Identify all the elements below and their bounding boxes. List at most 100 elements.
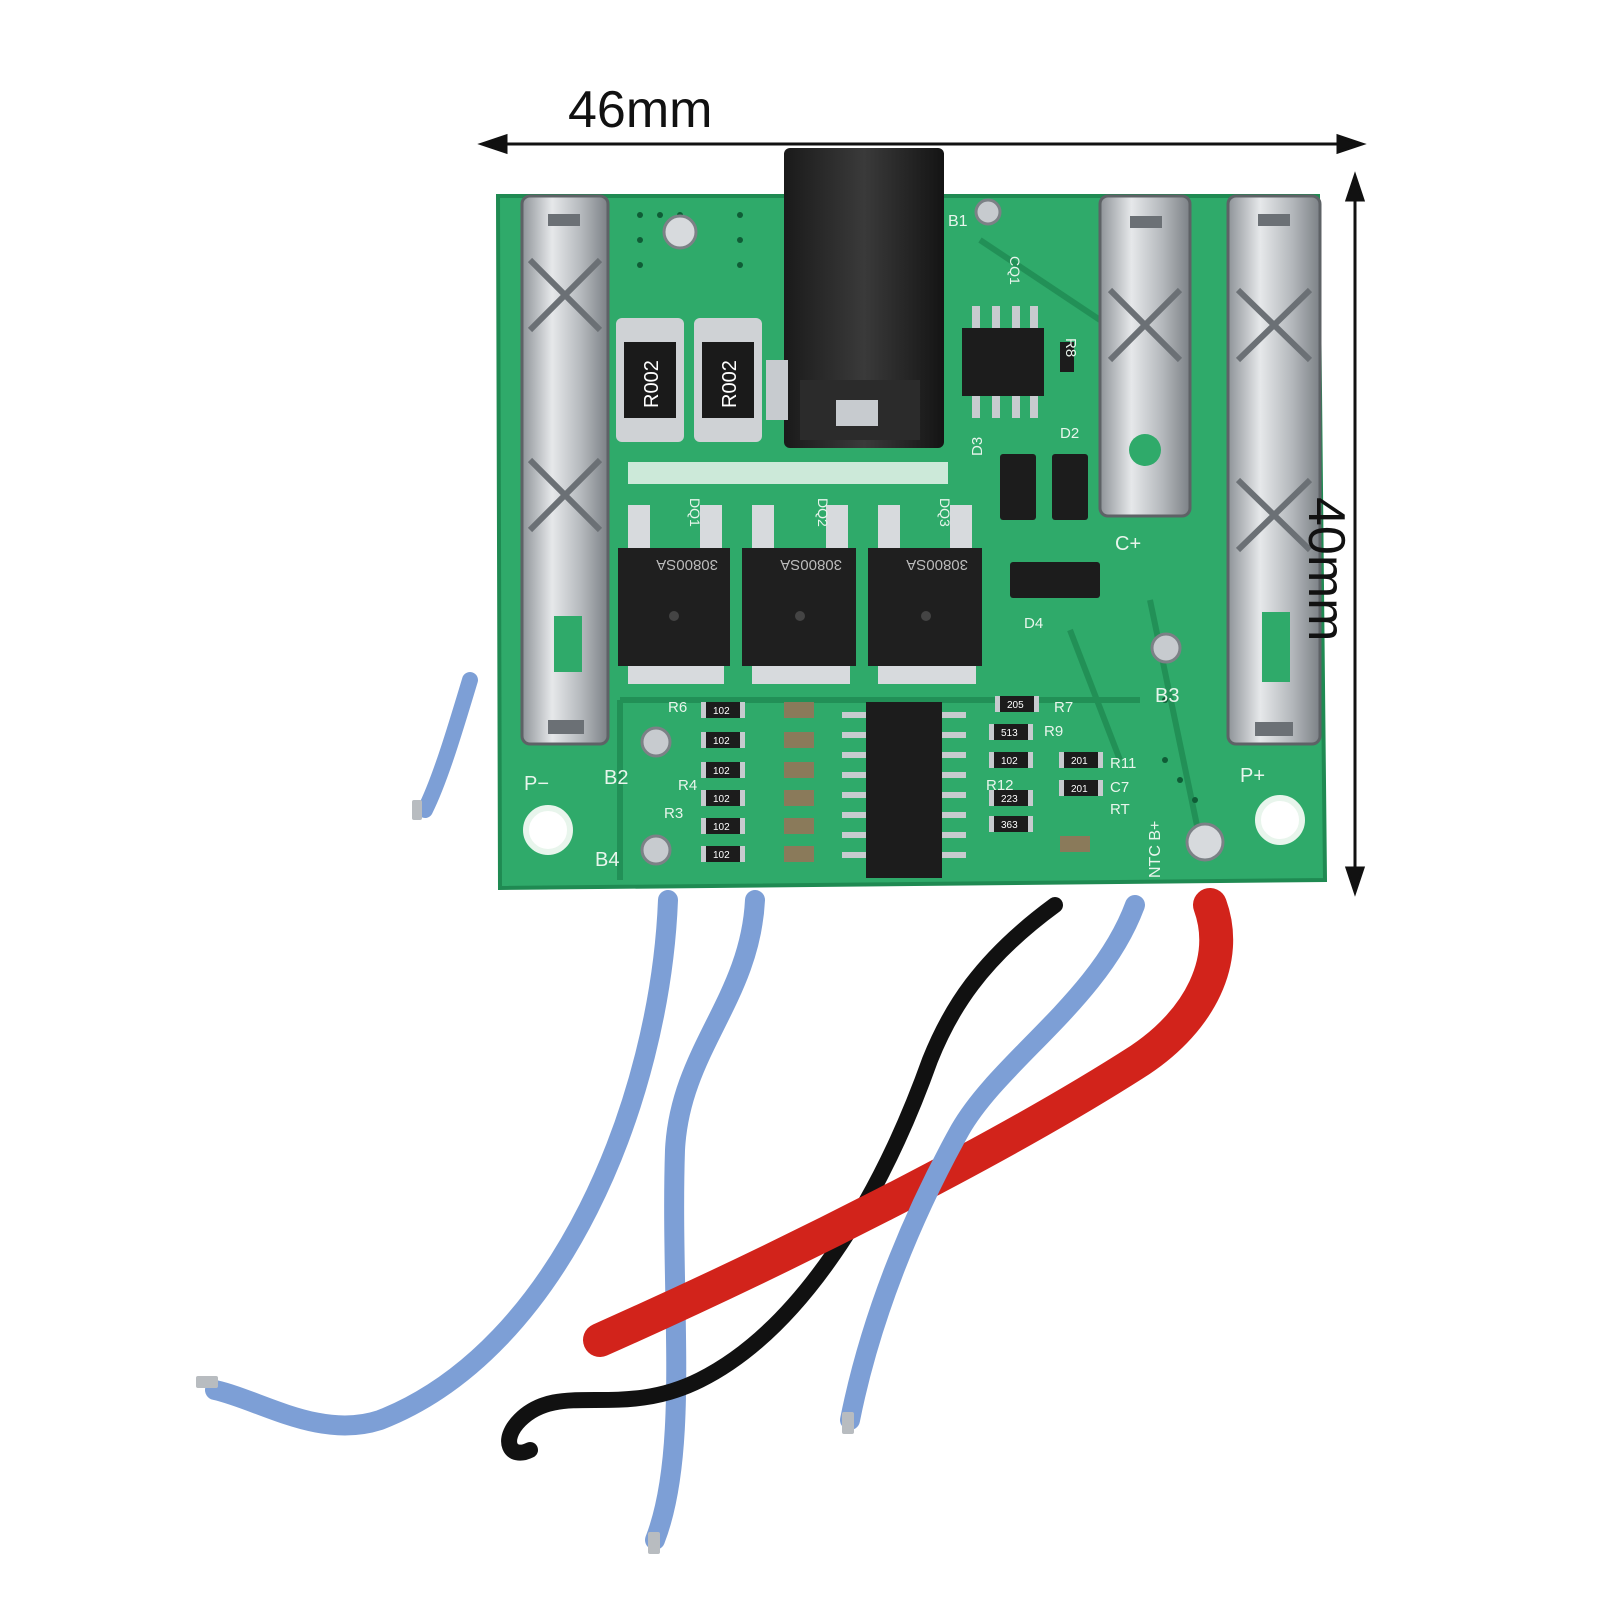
wire-blue-1 (205, 890, 678, 1436)
smd-capacitor (1060, 836, 1090, 852)
mosfet-1-label: 30800SA (656, 556, 718, 573)
smd-capacitor (784, 702, 814, 718)
wires (205, 672, 1234, 1550)
dc-jack (766, 148, 944, 448)
label-d3: D3 (969, 437, 986, 456)
label-b4: B4 (595, 849, 619, 871)
screw-pad-b2 (640, 726, 672, 758)
terminal-p-plus (1226, 194, 1322, 746)
smd-resistor (994, 724, 1028, 740)
screw-pad-b1 (974, 198, 1002, 226)
smd-capacitor (784, 732, 814, 748)
label-r6: R6 (668, 699, 687, 716)
mosfet-1: 30800SA (618, 505, 730, 684)
mounting-hole-left (523, 805, 573, 855)
height-dimension-label: 40mm (1297, 497, 1355, 642)
smd-resistor-code: 102 (713, 822, 730, 833)
label-dq1: DQ1 (687, 498, 703, 527)
smd-resistor (1000, 696, 1034, 712)
width-dimension-arrow (477, 133, 1367, 155)
label-dq2: DQ2 (815, 498, 831, 527)
smd-resistor (706, 732, 740, 748)
smd-resistor-code: 205 (1007, 700, 1024, 711)
screw-pad-top (662, 214, 698, 250)
smd-capacitor (784, 818, 814, 834)
smd-resistor (1064, 780, 1098, 796)
shunt-label-2: R002 (719, 360, 741, 408)
smd-resistor-code: 201 (1071, 784, 1088, 795)
battery-terminals (520, 194, 1322, 746)
label-dq3: DQ3 (937, 498, 953, 527)
smd-capacitor (784, 846, 814, 862)
label-c-plus: C+ (1115, 533, 1141, 555)
mosfet-3-label: 30800SA (906, 556, 968, 573)
smd-resistor-code: 102 (713, 766, 730, 777)
screw-pad-b3 (1150, 632, 1182, 664)
smd-resistor-code: 102 (1001, 756, 1018, 767)
smd-resistor-code: 102 (713, 706, 730, 717)
label-r3: R3 (664, 805, 683, 822)
mosfet-2: 30800SA (742, 505, 856, 684)
smd-resistor-code: 102 (713, 850, 730, 861)
wire-tips (196, 800, 854, 1554)
wire-black (501, 897, 1063, 1461)
label-rt: RT (1110, 801, 1130, 818)
label-b3: B3 (1155, 685, 1179, 707)
smd-resistor (994, 752, 1028, 768)
smd-resistor-code: 201 (1071, 756, 1088, 767)
shunt-label-1: R002 (641, 360, 663, 408)
smd-resistor (1064, 752, 1098, 768)
smd-resistor (706, 790, 740, 806)
shunt-resistors: R002 R002 (616, 318, 762, 442)
protection-ic (842, 702, 966, 878)
height-dimension-arrow (1344, 171, 1366, 897)
smd-capacitor (784, 790, 814, 806)
wire-blue-3 (840, 895, 1145, 1430)
smd-resistor-code: 513 (1001, 728, 1018, 739)
smd-resistor (706, 762, 740, 778)
label-b1: B1 (948, 213, 968, 230)
label-p-minus: P− (524, 773, 549, 795)
label-r12: R12 (986, 777, 1014, 794)
label-r8: R8 (1062, 338, 1079, 357)
label-p-plus: P+ (1240, 765, 1265, 787)
label-r9: R9 (1044, 723, 1063, 740)
smd-resistor (994, 816, 1028, 832)
smd-resistor-code: 102 (713, 736, 730, 747)
smd-resistor (706, 846, 740, 862)
label-d2: D2 (1060, 425, 1079, 442)
label-r11: R11 (1110, 755, 1136, 772)
smd-capacitor (784, 762, 814, 778)
label-c7: C7 (1110, 779, 1129, 796)
mounting-hole-right (1255, 795, 1305, 845)
smd-resistor-code: 102 (713, 794, 730, 805)
soic-8-chip (962, 306, 1074, 418)
terminal-c-plus (1098, 194, 1192, 518)
wire-blue-left (417, 672, 478, 818)
smd-resistor (994, 790, 1028, 806)
mosfet-2-label: 30800SA (780, 556, 842, 573)
label-r4: R4 (678, 777, 697, 794)
smd-resistor-code: 363 (1001, 820, 1018, 831)
label-r7: R7 (1054, 699, 1073, 716)
terminal-p-minus (520, 194, 610, 746)
label-d4: D4 (1024, 615, 1043, 632)
silkscreen-labels: P− B2 B4 B1 B3 C+ P+ CQ1 DQ1 DQ2 DQ3 D2 … (524, 213, 1265, 878)
smd-resistor (706, 702, 740, 718)
screw-pad-b4 (640, 834, 672, 866)
mosfet-3: 30800SA (868, 505, 982, 684)
mosfets: 30800SA 30800SA 30800SA (618, 505, 982, 684)
diodes (1000, 454, 1100, 598)
width-dimension-label: 46mm (568, 81, 713, 139)
label-q1: CQ1 (1007, 256, 1023, 285)
screw-pad-ntc (1185, 822, 1225, 862)
label-b2: B2 (604, 767, 628, 789)
smd-resistors: 102 102 102 102 102 102 205 513 102 201 223 363 201 (701, 696, 1103, 862)
smd-resistor (706, 818, 740, 834)
wire-blue-2 (645, 890, 765, 1550)
wire-red (583, 888, 1234, 1357)
label-ntc: NTC B+ (1147, 821, 1164, 878)
smd-resistor-code: 223 (1001, 794, 1018, 805)
